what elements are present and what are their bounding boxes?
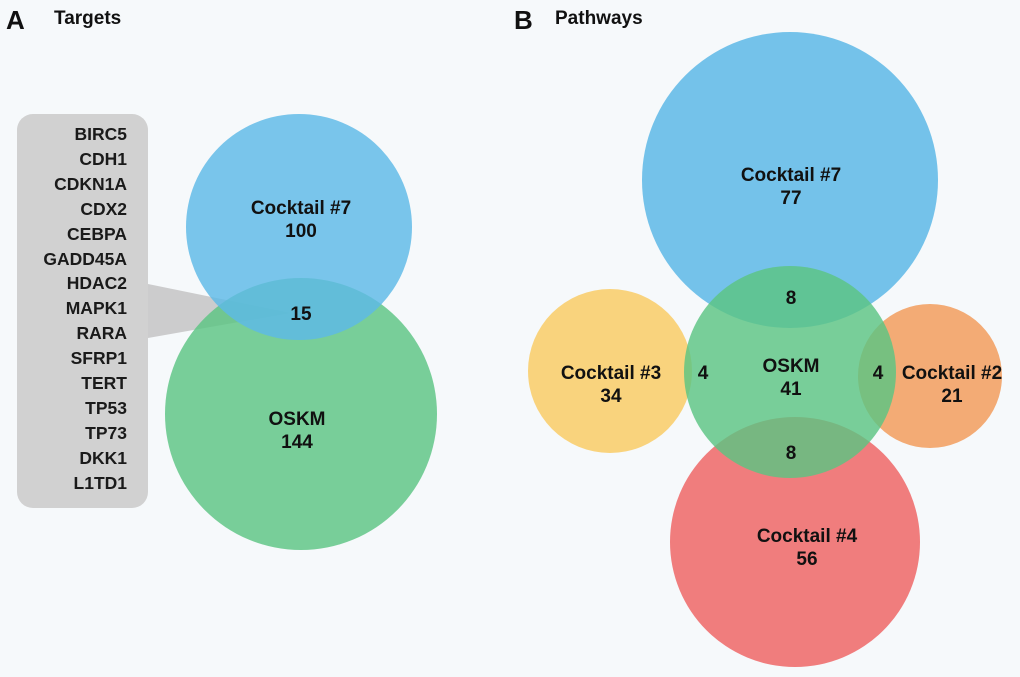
oskm-cocktail7-overlap: 8 bbox=[786, 288, 797, 309]
gene-item: CDX2 bbox=[80, 198, 127, 219]
panel-a-title: Targets bbox=[54, 8, 122, 29]
gene-item: TP73 bbox=[85, 422, 127, 443]
panel-a-letter: A bbox=[6, 5, 25, 35]
cocktail4-pathways-circle bbox=[670, 417, 920, 667]
cocktail3-pathways-count: 34 bbox=[600, 386, 622, 407]
gene-item: DKK1 bbox=[79, 447, 127, 468]
gene-item: CDH1 bbox=[79, 148, 127, 169]
panel-b-title: Pathways bbox=[555, 8, 643, 29]
cocktail7-pathways-label: Cocktail #7 bbox=[741, 165, 841, 186]
gene-item: BIRC5 bbox=[74, 124, 127, 144]
cocktail3-pathways-circle bbox=[528, 289, 692, 453]
cocktail2-pathways-count: 21 bbox=[941, 386, 963, 407]
shared-targets-gene-box: BIRC5 CDH1 CDKN1A CDX2 CEBPA GADD45A HDA… bbox=[17, 114, 148, 508]
panel-b-venn: Cocktail #7 77 8 Cocktail #3 34 4 OSKM 4… bbox=[528, 32, 1002, 667]
oskm-pathways-label: OSKM bbox=[763, 356, 820, 377]
oskm-targets-circle bbox=[165, 278, 437, 550]
oskm-targets-label: OSKM bbox=[269, 409, 326, 430]
cocktail4-pathways-count: 56 bbox=[796, 549, 817, 570]
cocktail2-pathways-circle bbox=[858, 304, 1002, 448]
cocktail7-targets-count: 100 bbox=[285, 221, 317, 242]
cocktail4-pathways-label: Cocktail #4 bbox=[757, 526, 858, 547]
gene-item: SFRP1 bbox=[70, 348, 127, 369]
oskm-pathways-count: 41 bbox=[780, 379, 802, 400]
cocktail7-targets-label: Cocktail #7 bbox=[251, 198, 351, 219]
cocktail7-pathways-count: 77 bbox=[780, 188, 801, 209]
gene-item: CDKN1A bbox=[54, 173, 127, 194]
cocktail7-pathways-circle bbox=[642, 32, 938, 328]
oskm-targets-count: 144 bbox=[281, 432, 313, 453]
gene-item: TP53 bbox=[85, 397, 127, 418]
cocktail2-pathways-label: Cocktail #2 bbox=[902, 363, 1002, 384]
gene-item: CEBPA bbox=[67, 223, 127, 244]
cocktail3-pathways-label: Cocktail #3 bbox=[561, 363, 661, 384]
gene-item: L1TD1 bbox=[73, 472, 127, 493]
oskm-pathways-circle bbox=[684, 266, 896, 478]
shared-targets-gene-list: BIRC5 CDH1 CDKN1A CDX2 CEBPA GADD45A HDA… bbox=[43, 122, 127, 496]
gene-item: TERT bbox=[81, 373, 127, 394]
oskm-cocktail2-overlap: 4 bbox=[873, 363, 884, 384]
panel-a-venn: Cocktail #7 100 15 OSKM 144 bbox=[165, 114, 437, 550]
cocktail7-targets-circle bbox=[186, 114, 412, 340]
gene-item: HDAC2 bbox=[66, 273, 127, 294]
gene-item: MAPK1 bbox=[65, 298, 127, 319]
oskm-cocktail4-overlap: 8 bbox=[786, 443, 797, 464]
oskm-cocktail3-overlap: 4 bbox=[698, 363, 709, 384]
gene-item: GADD45A bbox=[43, 248, 127, 269]
gene-item: RARA bbox=[76, 323, 127, 344]
targets-overlap-count: 15 bbox=[290, 304, 312, 325]
panel-b-letter: B bbox=[514, 5, 533, 35]
